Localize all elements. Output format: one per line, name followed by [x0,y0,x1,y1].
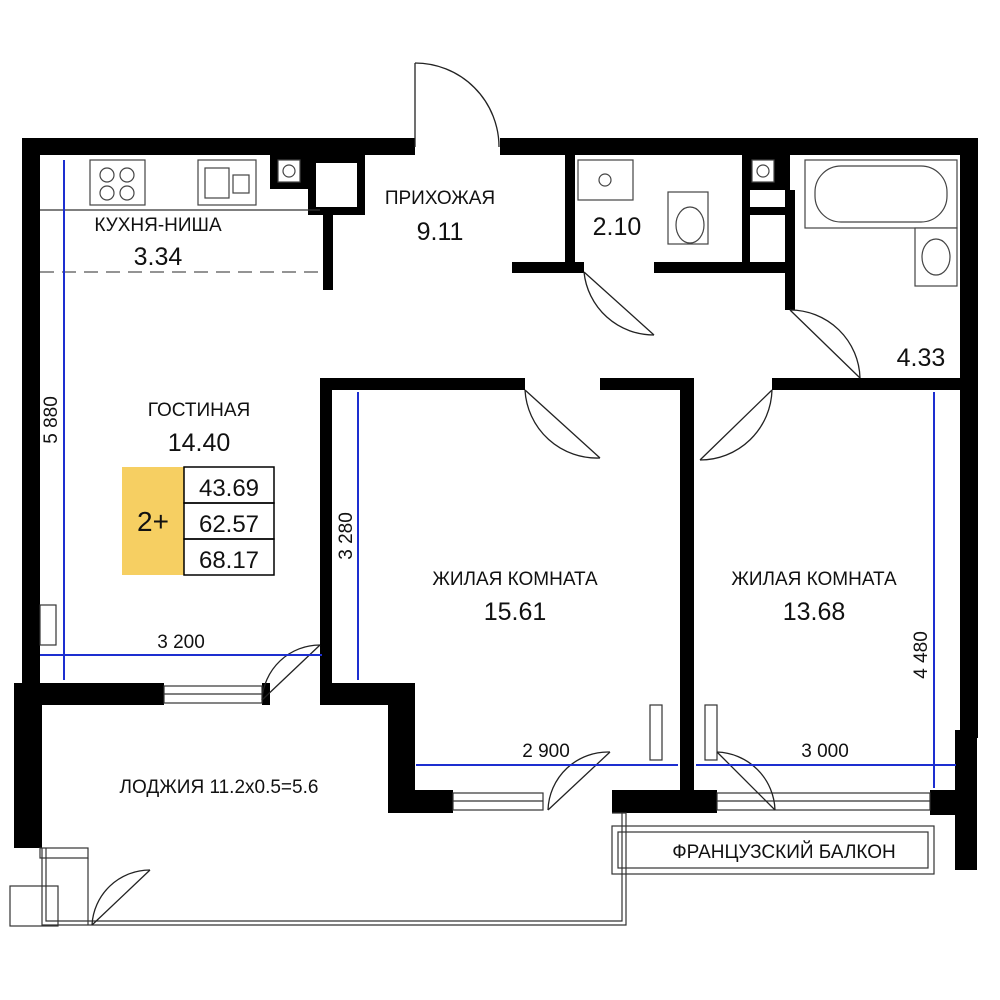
loggia-outline [9,812,627,927]
balcony-outline [611,825,935,875]
living-area: 14.40 [168,429,231,457]
summary-type-cell [122,467,184,575]
summary-living-area: 43.69 [199,475,259,502]
bedroom1-area: 15.61 [484,598,547,626]
bedroom1-name: ЖИЛАЯ КОМНАТА [432,569,598,590]
summary-total-area: 62.57 [199,511,259,538]
kitchen-name: КУХНЯ-НИША [94,215,222,236]
kitchen-fixtures [40,159,323,273]
bedroom2-area: 13.68 [783,598,846,626]
dim-living-width: 3 200 [157,632,205,653]
summary-type: 2+ [137,506,169,537]
bathroom-fixtures [277,159,958,287]
balcony-name: ФРАНЦУЗСКИЙ БАЛКОН [672,841,896,863]
kitchen-area: 3.34 [134,243,183,271]
dim-living-height: 5 880 [41,396,62,444]
hall-area: 9.11 [417,218,464,246]
bedroom2-name: ЖИЛАЯ КОМНАТА [731,569,897,590]
room-labels: КУХНЯ-НИША 3.34 ПРИХОЖАЯ 9.11 2.10 4.33 … [94,188,945,863]
dim-bedroom2-width: 3 000 [801,741,849,762]
dimension-labels: 5 880 3 200 3 280 2 900 3 000 4 480 [41,396,932,762]
dim-bedroom1-height: 3 280 [336,512,357,560]
living-name: ГОСТИНАЯ [148,400,250,421]
windows [39,604,931,811]
summary-box: 2+ 43.69 62.57 68.17 [122,466,275,576]
dim-bedroom2-height: 4 480 [911,631,932,679]
bath-area: 4.33 [897,344,946,372]
wc-area: 2.10 [593,213,642,241]
summary-total-with-loggia: 68.17 [199,547,259,574]
walls [14,138,978,870]
dim-bedroom1-width: 2 900 [522,741,570,762]
loggia-name: ЛОДЖИЯ 11.2х0.5=5.6 [120,777,319,798]
hall-name: ПРИХОЖАЯ [385,188,495,209]
dimension-lines [40,160,956,788]
